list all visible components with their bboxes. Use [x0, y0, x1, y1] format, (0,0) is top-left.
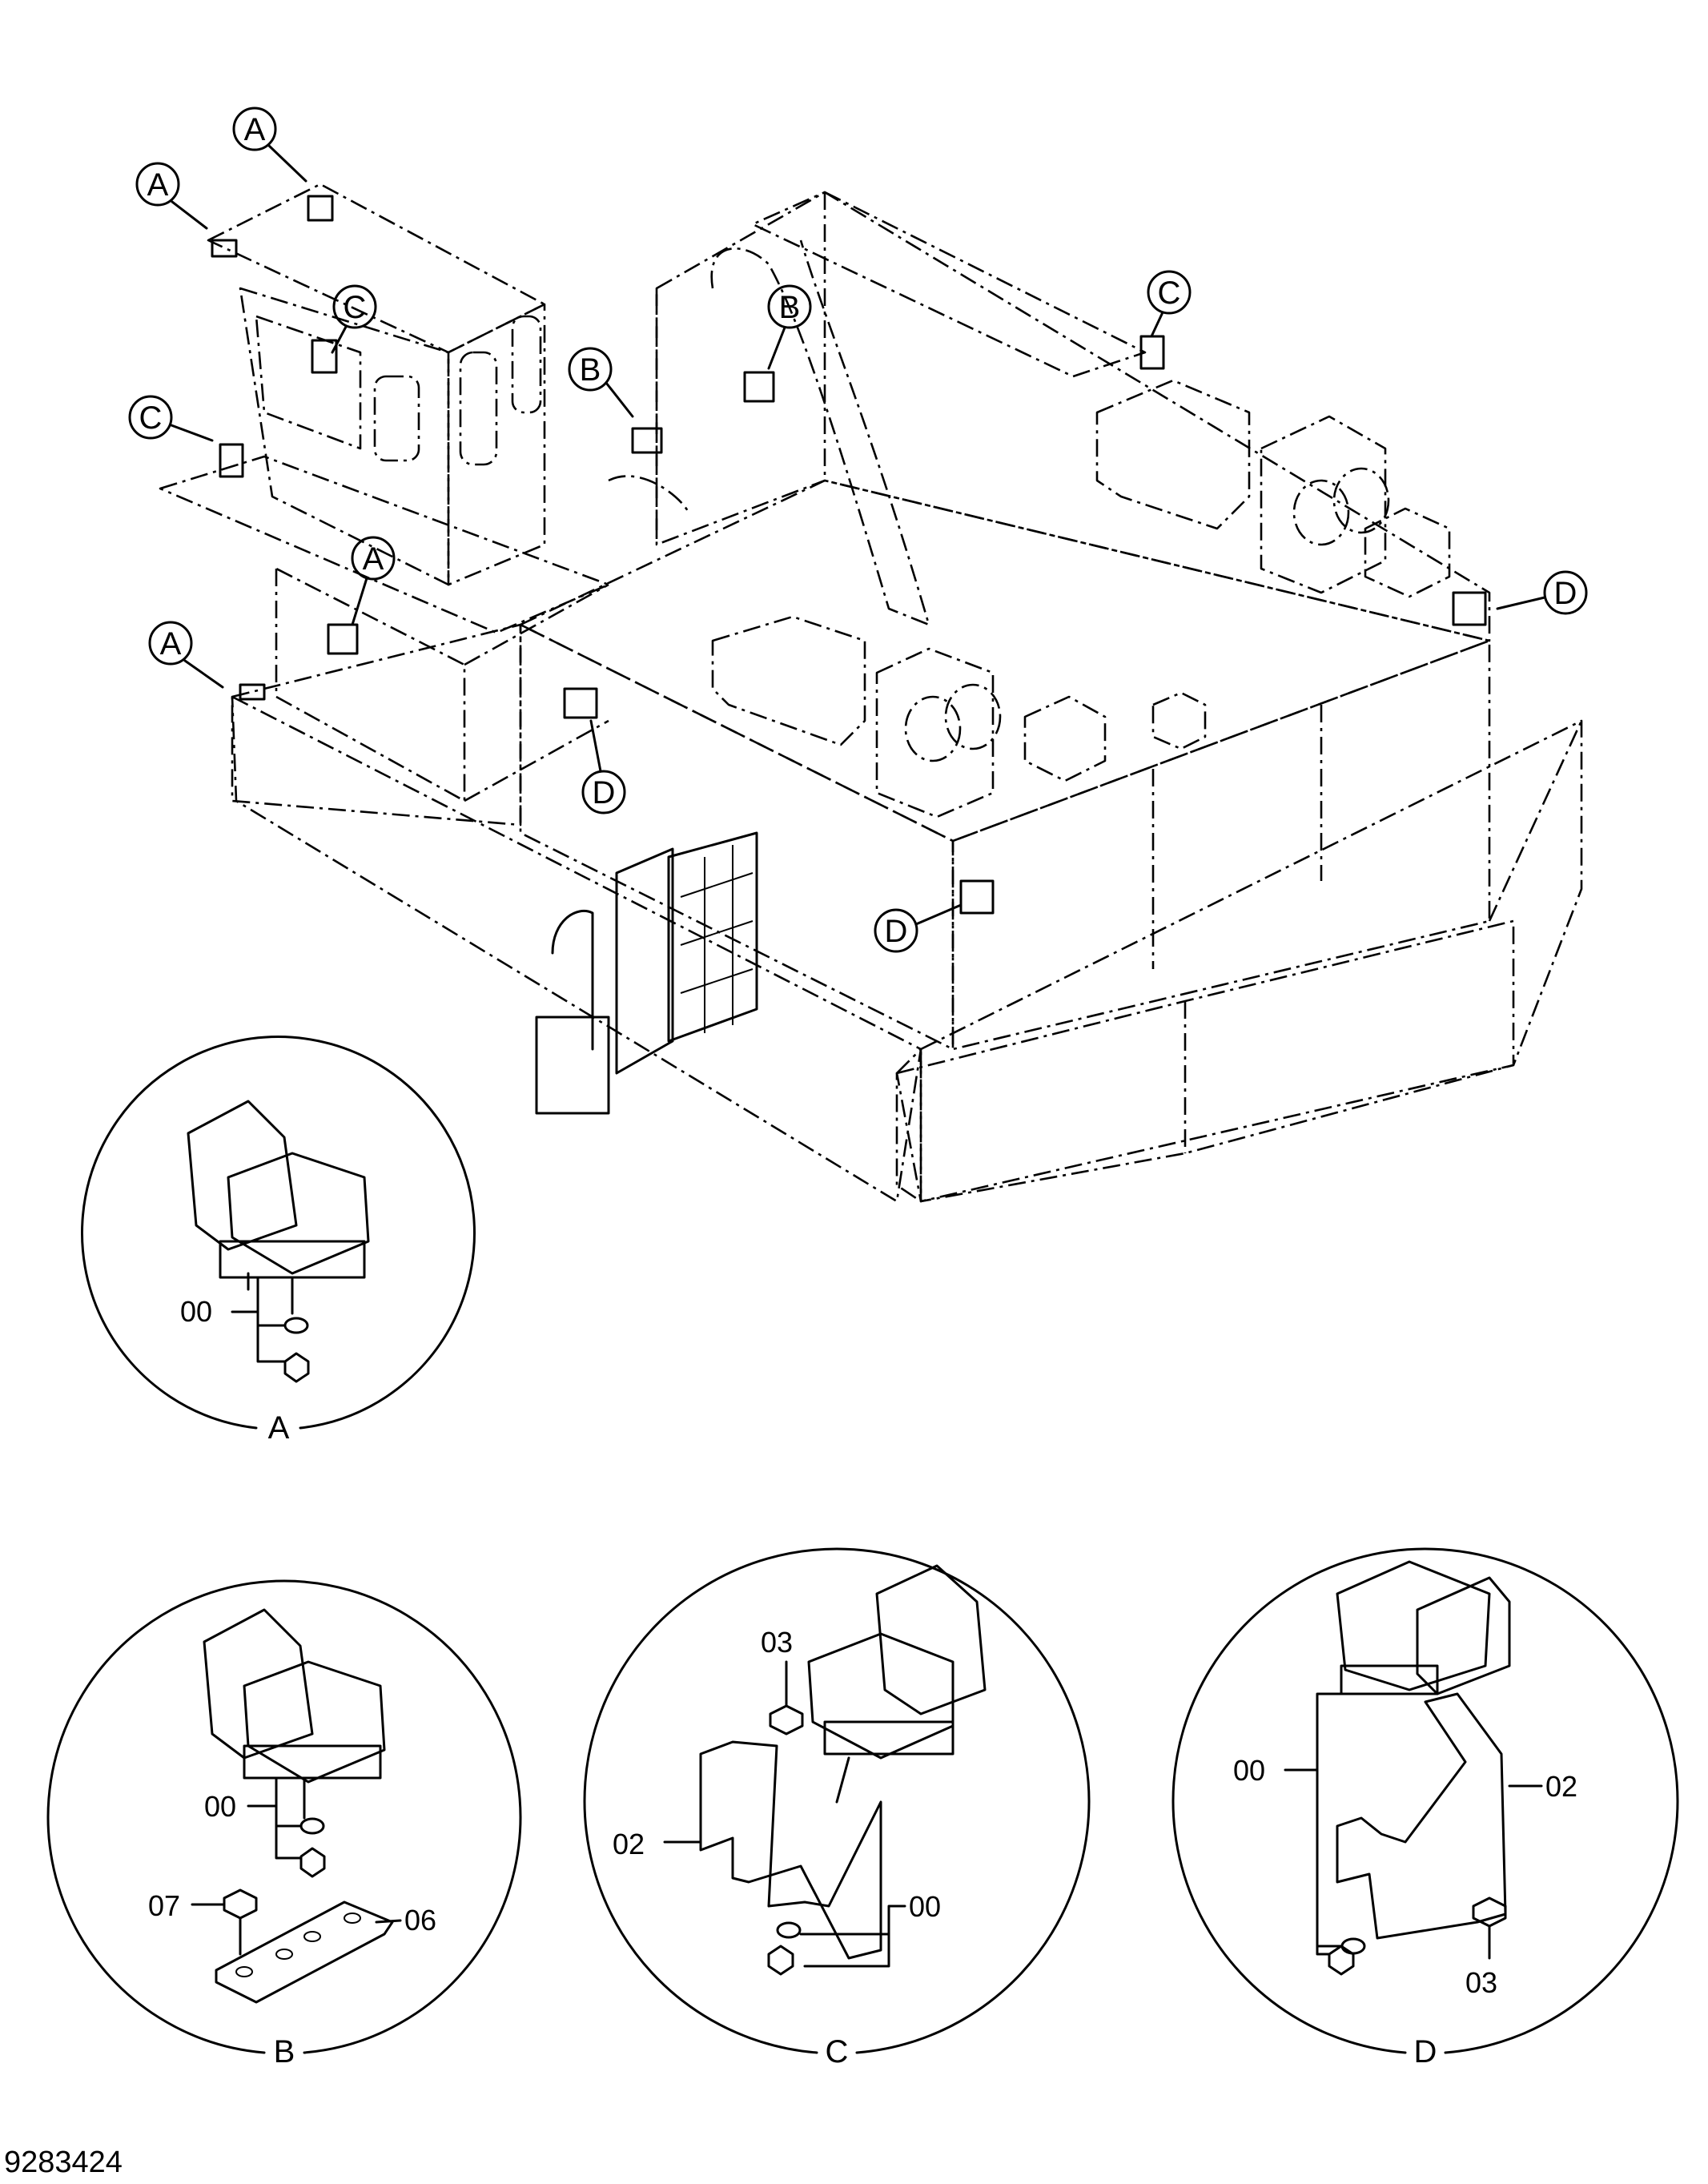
callout-a-1: A: [244, 112, 266, 147]
callout-c-1: C: [344, 290, 367, 325]
detail-b-part-07: 07: [148, 1889, 180, 1922]
detail-d-part-02: 02: [1545, 1770, 1577, 1803]
callout-a-4: A: [160, 626, 182, 662]
detail-c-label: C: [826, 2034, 849, 2069]
detail-d-part-00: 00: [1233, 1754, 1265, 1787]
detail-b-part-00: 00: [204, 1790, 236, 1823]
callout-c-3: C: [1158, 276, 1181, 311]
main-callouts: A A C C A A B B C D: [128, 107, 1588, 953]
detail-b: B 00 07 06: [46, 1579, 522, 2069]
callout-a-2: A: [147, 167, 169, 203]
callout-d-3: D: [885, 914, 908, 949]
callout-b-2: B: [779, 290, 801, 325]
detail-c-part-03: 03: [761, 1626, 793, 1659]
detail-c-part-02: 02: [613, 1828, 645, 1860]
callout-c-2: C: [139, 400, 163, 436]
callout-d-2: D: [593, 775, 616, 810]
detail-a: A 00: [81, 1036, 476, 1446]
detail-d-label: D: [1414, 2034, 1437, 2069]
detail-a-part-00: 00: [180, 1295, 212, 1328]
detail-d-part-03: 03: [1465, 1966, 1497, 1999]
detail-c-part-00: 00: [909, 1890, 941, 1923]
drawing-number: 9283424: [4, 2146, 123, 2179]
detail-b-label: B: [274, 2034, 295, 2069]
callout-d-1: D: [1554, 576, 1577, 611]
machine-outline: [159, 183, 1583, 1203]
lamp-markers: [211, 195, 1487, 915]
detail-a-label: A: [268, 1410, 290, 1446]
detail-c: C 03 02 00: [583, 1547, 1091, 2069]
callout-a-3: A: [363, 541, 384, 577]
detail-d: D 02 03 00: [1171, 1547, 1679, 2069]
detail-b-part-06: 06: [404, 1904, 436, 1937]
callout-b-1: B: [580, 352, 601, 388]
